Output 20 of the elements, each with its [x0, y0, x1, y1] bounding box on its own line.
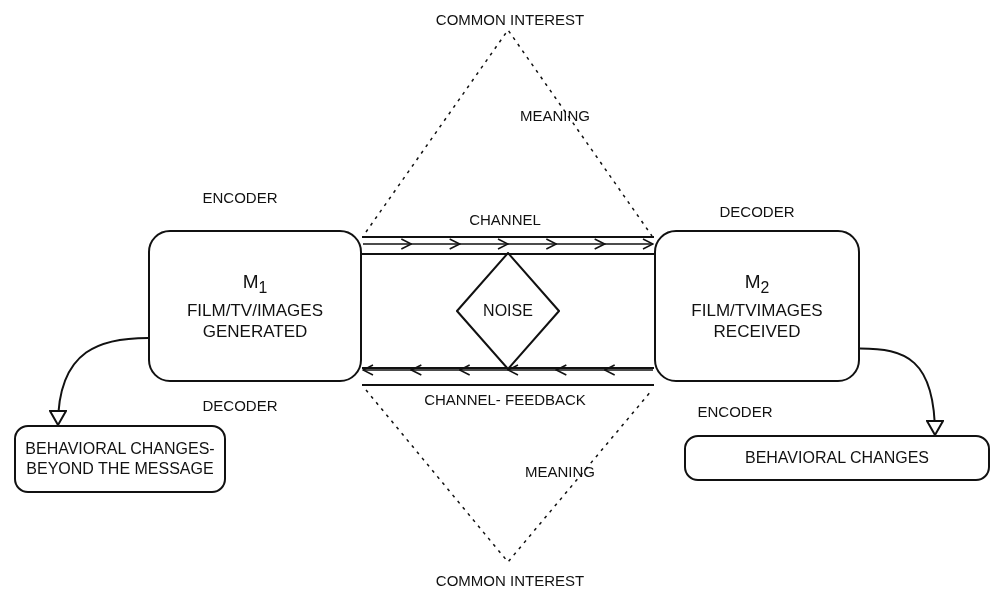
channel-band — [362, 236, 654, 386]
role-label: DECODER — [202, 398, 278, 413]
node-text: FILM/TVIMAGES RECEIVED — [690, 299, 824, 343]
message-box — [654, 230, 860, 382]
diagram-label: MEANING — [525, 464, 595, 479]
role-label: ENCODER — [202, 190, 278, 205]
outcome-box — [14, 425, 226, 493]
node-text: NOISE — [483, 301, 533, 321]
diagram-label: MEANING — [520, 108, 590, 123]
diagram-label: COMMON INTEREST — [435, 573, 585, 588]
outcome-box — [684, 435, 990, 481]
role-label: ENCODER — [697, 404, 773, 419]
node-heading: M$_{2}$ — [744, 269, 770, 298]
node-heading: M$_{1}$ — [242, 269, 268, 298]
role-label: DECODER — [719, 204, 795, 219]
diagram-label: COMMON INTEREST — [435, 12, 585, 27]
node-text: FILM/TV/IMAGES GENERATED — [186, 299, 324, 343]
node-text: BEHAVIORAL CHANGES- BEYOND THE MESSAGE — [24, 439, 216, 479]
noise-diamond — [456, 252, 560, 370]
node-text: BEHAVIORAL CHANGES — [744, 448, 929, 468]
